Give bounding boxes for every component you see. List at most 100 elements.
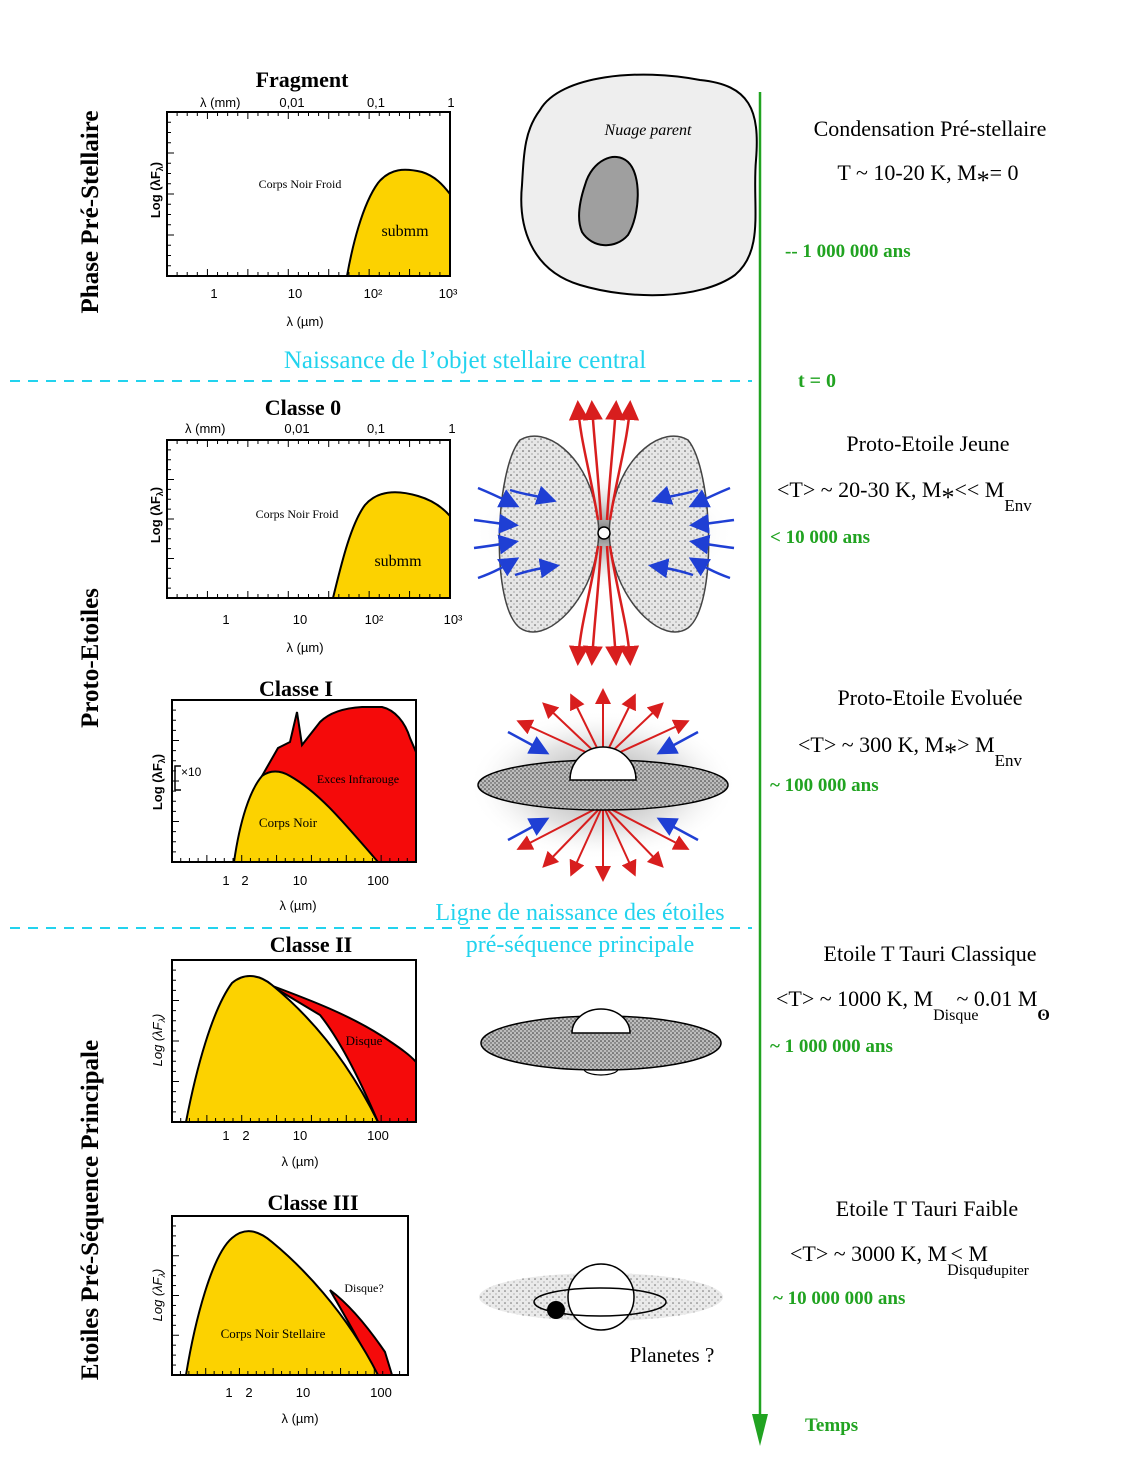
sed-xlabel: λ (µm) — [286, 314, 323, 329]
sed-annotation: Exces Infrarouge — [317, 772, 399, 786]
planets-label: Planetes ? — [630, 1343, 715, 1367]
stage-name: Condensation Pré-stellaire — [814, 116, 1047, 141]
sed-title: Classe II — [270, 932, 353, 957]
sed-bottom-tick: 2 — [241, 873, 248, 888]
sed-bottom-tick: 10 — [293, 873, 307, 888]
sed-annotation: Corps Noir Stellaire — [221, 1326, 326, 1341]
stage-pre-stellar: Condensation Pré-stellaire T ~ 10-20 K, … — [785, 116, 1046, 262]
stage-params: <T> ~ 1000 K, MDisque~ 0.01 Mʘ — [776, 986, 1050, 1024]
sed-top-axis-label: λ (mm) — [185, 421, 225, 436]
sed-annotation: submm — [381, 223, 429, 240]
sed-bottom-tick: 10² — [364, 286, 383, 301]
stage-params: T ~ 10-20 K, M*= 0 — [837, 160, 1018, 195]
sed-annotation: submm — [374, 553, 422, 570]
sed-bottom-tick: 100 — [370, 1385, 392, 1400]
sed-bottom-tick: 1 — [222, 1128, 229, 1143]
sed-top-tick: 1 — [448, 421, 455, 436]
sed-axis-ticks — [167, 112, 441, 276]
sed-plot-classe-ii: Classe II Disque Log (λFλ) 1 2 10 100 λ … — [150, 932, 417, 1169]
phase-label-proto: Proto-Etoiles — [77, 588, 104, 728]
sed-plot-classe-0: Classe 0 λ (mm) 0,01 0,1 1 Corps Noir Fr… — [148, 395, 463, 655]
sed-ylabel: Log (λFλ) — [150, 1014, 167, 1067]
sed-bottom-tick: 1 — [222, 873, 229, 888]
down-arrow-icon — [752, 1414, 768, 1446]
sed-scale-bracket — [174, 765, 181, 791]
stage-age: < 10 000 ans — [770, 527, 870, 548]
sed-plot-fragment: Fragment λ (mm) 0,01 0,1 1 Corps Noir Fr… — [148, 67, 458, 329]
sed-xlabel: λ (µm) — [281, 1411, 318, 1426]
sed-bottom-tick: 10² — [365, 612, 384, 627]
sed-curve-submm — [331, 491, 451, 599]
sed-ylabel: Log (λFλ) — [150, 754, 167, 810]
sed-bottom-tick: 2 — [242, 1128, 249, 1143]
sed-bottom-tick: 1 — [210, 286, 217, 301]
sed-top-tick: 0,1 — [367, 421, 385, 436]
stage-proto-young: Proto-Etoile Jeune <T> ~ 20-30 K, M*<< M… — [770, 431, 1032, 548]
planet-disk-icon: Planetes ? — [479, 1263, 723, 1367]
sed-axis-ticks — [172, 969, 408, 1122]
sed-axis-ticks — [167, 440, 441, 598]
sed-curve-disk — [269, 984, 417, 1123]
sed-xlabel: λ (µm) — [279, 898, 316, 913]
stage-name: Proto-Etoile Evoluée — [837, 685, 1022, 710]
sed-ylabel: Log (λFλ) — [148, 162, 165, 218]
collapsing-envelope-icon — [473, 400, 735, 666]
sed-top-tick: 0,01 — [279, 95, 304, 110]
sed-title: Fragment — [256, 67, 350, 92]
stage-params: <T> ~ 20-30 K, M*<< MEnv — [777, 477, 1032, 515]
timeline-t0-label: t = 0 — [798, 370, 836, 392]
sed-bottom-tick: 2 — [245, 1385, 252, 1400]
stage-t-tauri-weak: Etoile T Tauri Faible <T> ~ 3000 K, MDis… — [773, 1196, 1029, 1309]
sed-ylabel: Log (λFλ) — [148, 487, 165, 543]
sed-bottom-tick: 10 — [293, 1128, 307, 1143]
stage-age: ~ 10 000 000 ans — [773, 1288, 905, 1309]
sed-bottom-tick: 100 — [367, 1128, 389, 1143]
sed-top-tick: 1 — [447, 95, 454, 110]
sed-scale-note: ×10 — [181, 765, 202, 779]
stage-name: Proto-Etoile Jeune — [846, 431, 1009, 456]
cloud-label: Nuage parent — [604, 122, 693, 139]
stage-name: Etoile T Tauri Classique — [824, 941, 1037, 966]
sed-axis-ticks — [172, 709, 408, 862]
sed-curve-blackbody — [184, 1230, 380, 1376]
stage-proto-evolved: Proto-Etoile Evoluée <T> ~ 300 K, M*> ME… — [770, 685, 1023, 796]
timeline-temps-label: Temps — [805, 1415, 858, 1436]
sed-xlabel: λ (µm) — [286, 640, 323, 655]
sed-plot-classe-i: Classe I Exces Infrarouge Corps Noir ×10… — [150, 676, 417, 913]
stage-params: <T> ~ 300 K, M*> MEnv — [798, 732, 1022, 770]
phase-label-pms: Etoiles Pré-Séquence Principale — [77, 1040, 104, 1380]
sed-title: Classe 0 — [265, 395, 341, 420]
sed-bottom-tick: 1 — [222, 612, 229, 627]
sed-title: Classe I — [259, 676, 333, 701]
sed-bottom-tick: 10³ — [444, 612, 463, 627]
flared-disk-icon — [480, 1008, 722, 1076]
sed-ylabel: Log (λFλ) — [150, 1269, 167, 1322]
sed-top-axis-label: λ (mm) — [200, 95, 240, 110]
bipolar-outflow-icon — [468, 688, 738, 882]
sed-axis-ticks — [172, 1225, 401, 1375]
sed-bottom-tick: 100 — [367, 873, 389, 888]
stage-name: Etoile T Tauri Faible — [836, 1196, 1018, 1221]
sed-annotation: Disque — [346, 1033, 383, 1048]
stage-params: <T> ~ 3000 K, MDisque< MJupiter — [790, 1241, 1029, 1279]
sed-plot-classe-iii: Classe III Disque? Corps Noir Stellaire … — [150, 1190, 409, 1426]
sed-top-tick: 0,1 — [367, 95, 385, 110]
sed-bottom-tick: 10 — [288, 286, 302, 301]
sed-annotation: Corps Noir Froid — [259, 177, 342, 191]
stage-age: ~ 1 000 000 ans — [770, 1036, 893, 1057]
sed-bottom-tick: 1 — [225, 1385, 232, 1400]
sed-title: Classe III — [267, 1190, 358, 1215]
stage-age: ~ 100 000 ans — [770, 775, 879, 796]
birthline-label-1: Ligne de naissance des étoiles — [435, 900, 724, 926]
phase-label-pre-stellar: Phase Pré-Stellaire — [77, 111, 104, 314]
sed-bottom-tick: 10 — [293, 612, 307, 627]
stage-t-tauri-classical: Etoile T Tauri Classique <T> ~ 1000 K, M… — [770, 941, 1050, 1057]
sed-bottom-tick: 10 — [296, 1385, 310, 1400]
sed-annotation: Disque? — [344, 1281, 383, 1295]
sed-annotation: Corps Noir Froid — [256, 507, 339, 521]
sed-bottom-tick: 10³ — [439, 286, 458, 301]
stage-age: -- 1 000 000 ans — [785, 241, 911, 262]
molecular-cloud-icon: Nuage parent — [520, 73, 758, 297]
